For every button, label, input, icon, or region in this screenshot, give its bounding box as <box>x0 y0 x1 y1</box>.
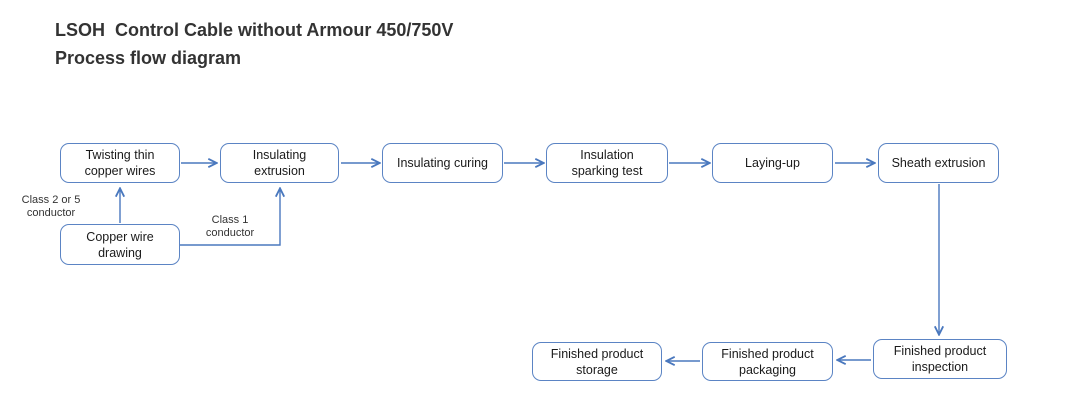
node-copper-wire-drawing: Copper wire drawing <box>60 224 180 265</box>
node-label: Finished product inspection <box>893 344 987 374</box>
node-finished-product-inspection: Finished product inspection <box>873 339 1007 379</box>
node-label: Finished product packaging <box>721 346 814 377</box>
node-label: Finished product storage <box>550 346 644 377</box>
edge-copper-drawing-to-insulating-extrusion <box>180 189 280 246</box>
title-line-2: Process flow diagram <box>55 48 242 68</box>
node-label: Sheath extrusion <box>891 156 986 170</box>
node-twisting-thin-copper-wires: Twisting thin copper wires <box>60 143 180 183</box>
node-insulating-extrusion: Insulating extrusion <box>220 143 339 183</box>
node-insulating-curing: Insulating curing <box>382 143 503 183</box>
node-label: Twisting thin copper wires <box>84 148 156 178</box>
title-line-1: LSOH Control Cable without Armour 450/75… <box>55 20 454 40</box>
page-title: LSOH Control Cable without Armour 450/75… <box>55 16 453 72</box>
node-label: Laying-up <box>745 156 800 170</box>
node-label: Copper wire drawing <box>86 229 154 260</box>
annotation-class-2-or-5-conductor: Class 2 or 5 conductor <box>21 194 81 219</box>
node-label: Insulating extrusion <box>252 148 307 178</box>
node-finished-product-packaging: Finished product packaging <box>702 342 833 381</box>
node-insulation-sparking-test: Insulation sparking test <box>546 143 668 183</box>
node-label: Insulation sparking test <box>571 148 643 178</box>
node-finished-product-storage: Finished product storage <box>532 342 662 381</box>
node-laying-up: Laying-up <box>712 143 833 183</box>
annotation-class-1-conductor: Class 1 conductor <box>205 214 255 239</box>
node-label: Insulating curing <box>396 156 489 170</box>
node-sheath-extrusion: Sheath extrusion <box>878 143 999 183</box>
